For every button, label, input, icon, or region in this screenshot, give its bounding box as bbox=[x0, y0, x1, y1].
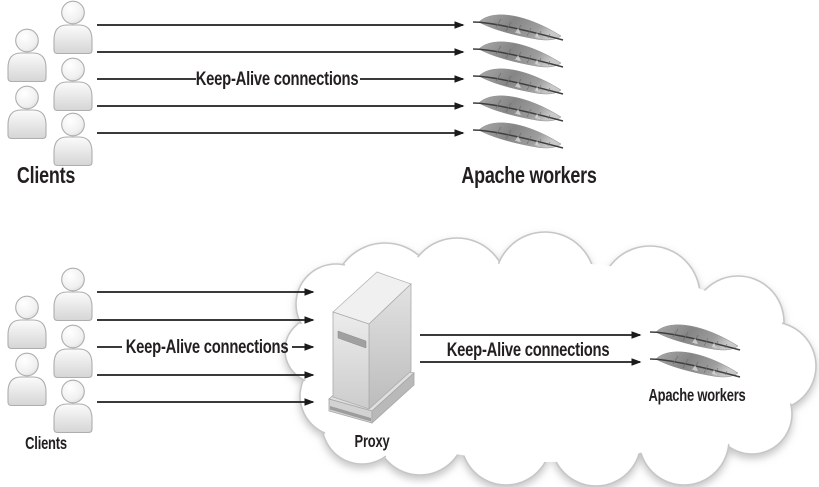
bottom-backend-keep-alive-label: Keep-Alive connections bbox=[447, 339, 610, 360]
client-icon bbox=[53, 379, 93, 434]
client-icon bbox=[7, 352, 47, 407]
client-to-proxy-connections bbox=[97, 288, 315, 406]
top-workers-group bbox=[472, 14, 564, 149]
apache-feather-icon bbox=[472, 95, 564, 122]
apache-feather-icon bbox=[472, 68, 564, 95]
client-icon bbox=[53, 324, 93, 379]
client-icon bbox=[53, 57, 93, 112]
bottom-client-keep-alive-label: Keep-Alive connections bbox=[126, 336, 289, 357]
client-icon bbox=[7, 85, 47, 140]
bottom-workers-label: Apache workers bbox=[648, 386, 745, 406]
top-clients-group bbox=[7, 0, 93, 167]
client-icon bbox=[53, 0, 93, 55]
top-connections bbox=[97, 21, 465, 137]
top-keep-alive-label: Keep-Alive connections bbox=[196, 68, 359, 89]
client-icon bbox=[7, 28, 47, 83]
proxy-to-worker-connections bbox=[420, 331, 642, 366]
top-clients-label: Clients bbox=[17, 163, 75, 189]
client-icon bbox=[53, 112, 93, 167]
bottom-clients-group bbox=[7, 267, 93, 434]
bottom-clients-label: Clients bbox=[25, 434, 67, 454]
apache-feather-icon bbox=[472, 122, 564, 149]
proxy-label: Proxy bbox=[355, 432, 390, 452]
top-workers-label: Apache workers bbox=[461, 163, 596, 189]
apache-feather-icon bbox=[472, 41, 564, 68]
proxy-server-icon bbox=[328, 271, 415, 424]
client-icon bbox=[7, 295, 47, 350]
apache-feather-icon bbox=[472, 14, 564, 41]
top-section: Keep-Alive connections Clients Apache wo… bbox=[7, 0, 597, 189]
bottom-section: Keep-Alive connections Keep-Alive connec… bbox=[7, 267, 746, 454]
client-icon bbox=[53, 267, 93, 322]
